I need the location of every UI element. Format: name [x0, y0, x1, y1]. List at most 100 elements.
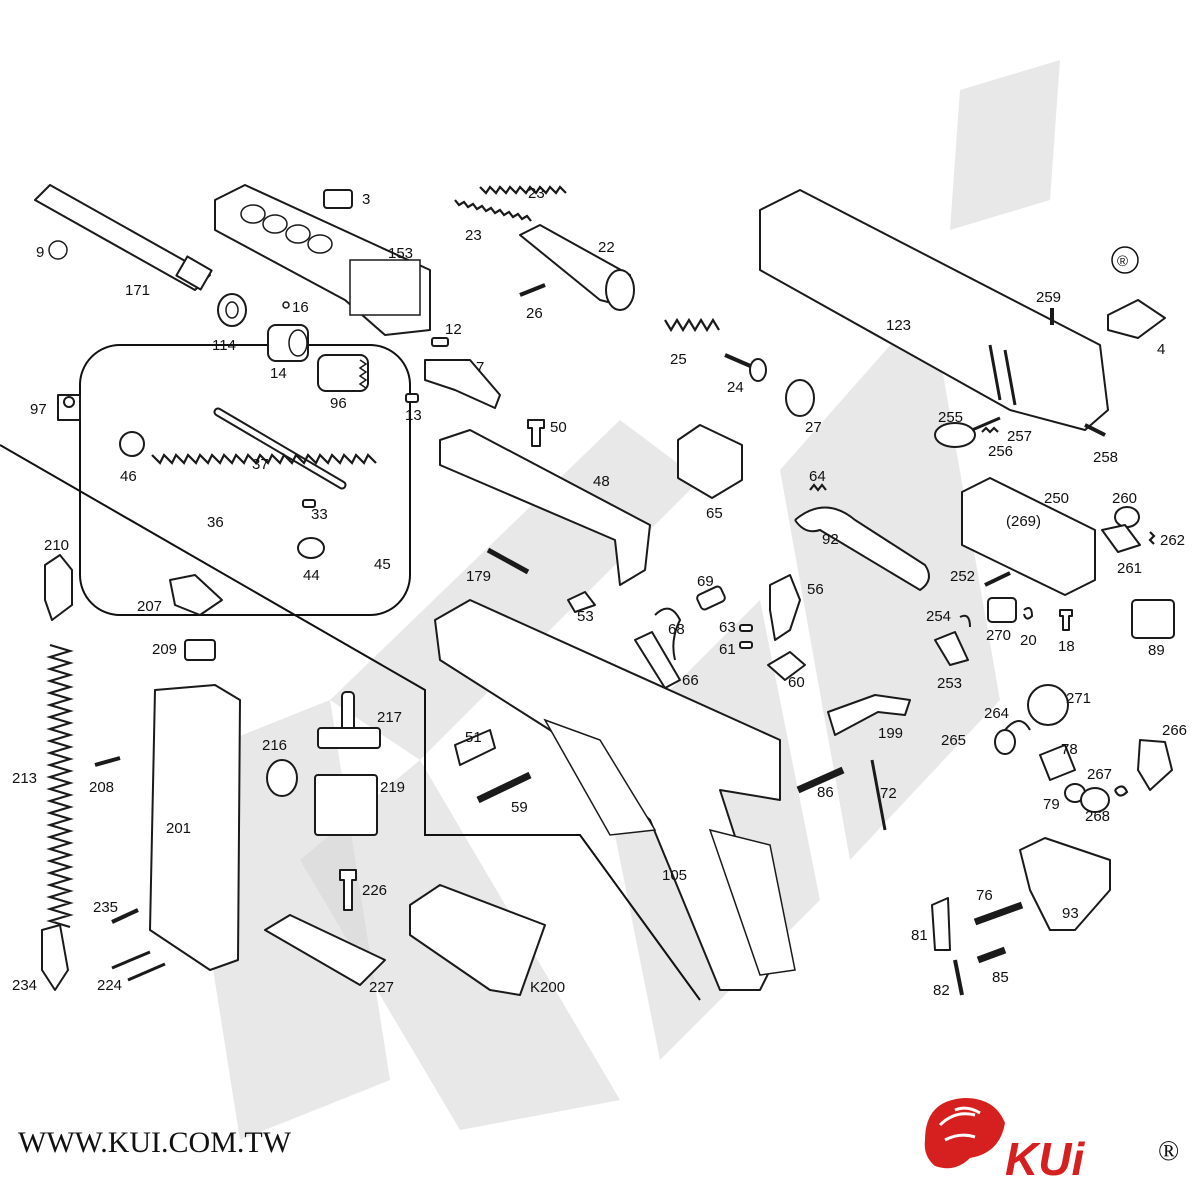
part-label: 153	[388, 245, 413, 262]
pin-86-part	[796, 766, 845, 794]
trigger-housing-93-part	[1019, 837, 1111, 931]
part-226	[339, 869, 357, 911]
part-78	[1039, 744, 1076, 781]
pin-235-part	[111, 908, 139, 924]
pin-63-part	[739, 624, 753, 632]
part-label: 264	[984, 705, 1009, 722]
part-label: 209	[152, 641, 177, 658]
part-label: 268	[1085, 808, 1110, 825]
part-217	[317, 691, 381, 749]
outer-barrel-block-part	[214, 184, 431, 336]
bushing-sleeve-part	[267, 324, 309, 362]
part-label: 23	[465, 227, 482, 244]
part-label: 9	[36, 244, 44, 261]
part-label: 69	[697, 573, 714, 590]
pin-224-part	[111, 950, 151, 970]
part-label: 60	[788, 674, 805, 691]
pin-224b-part	[127, 962, 166, 982]
part-label: 25	[670, 351, 687, 368]
small-pin-part	[282, 301, 290, 309]
outer-barrel-part	[34, 184, 213, 291]
part-label: 46	[120, 468, 137, 485]
part-60	[767, 651, 806, 681]
part-266	[1137, 739, 1173, 791]
part-label: 201	[166, 820, 191, 837]
part-label: 59	[511, 799, 528, 816]
part-label: 258	[1093, 449, 1118, 466]
part-219	[314, 774, 378, 836]
spring-268-part	[1113, 785, 1129, 797]
magwell-k200-part	[409, 884, 546, 996]
part-label: 16	[292, 299, 309, 316]
part-label: 65	[706, 505, 723, 522]
part-270	[987, 597, 1017, 623]
part-label: 234	[12, 977, 37, 994]
part-label: 86	[817, 784, 834, 801]
hammer-271-part	[1027, 684, 1069, 726]
set-screw-part	[431, 337, 449, 347]
spring-256-part	[981, 426, 999, 434]
pin-33-part	[302, 499, 316, 508]
part-207	[169, 574, 223, 616]
part-label: 37	[252, 456, 269, 473]
part-label: 92	[822, 531, 839, 548]
part-label: 53	[577, 608, 594, 625]
part-label: 63	[719, 619, 736, 636]
registered-circle-icon	[1111, 246, 1139, 274]
part-label: 216	[262, 737, 287, 754]
part-label: 93	[1062, 905, 1079, 922]
guide-cap-part	[119, 431, 145, 457]
recoil-spring-small-part	[454, 199, 532, 222]
rear-sight-part	[1107, 299, 1166, 339]
part-label: 61	[719, 641, 736, 658]
pin-72-part	[870, 759, 887, 831]
part-label: 50	[550, 419, 567, 436]
pin-179-part	[486, 547, 530, 575]
pin-26-part	[519, 283, 546, 297]
part-label: 208	[89, 779, 114, 796]
frame-part	[434, 599, 796, 991]
part-label: 252	[950, 568, 975, 585]
part-label: 97	[30, 401, 47, 418]
part-label: 253	[937, 675, 962, 692]
kui-logo: KUi ®	[924, 1098, 1179, 1185]
magazine-201-part	[149, 684, 241, 971]
part-265	[994, 729, 1016, 755]
part-label: 78	[1061, 741, 1078, 758]
part-267	[1080, 787, 1110, 813]
part-label: K200	[530, 979, 565, 996]
part-label: 56	[807, 581, 824, 598]
spring-20-part	[1023, 607, 1034, 620]
part-81	[931, 897, 951, 951]
website-url: WWW.KUI.COM.TW	[18, 1126, 292, 1159]
part-label: 85	[992, 969, 1009, 986]
blowback-unit-part	[934, 422, 976, 448]
spring-264-part	[1004, 720, 1031, 731]
spring-64-part	[809, 483, 827, 492]
part-label: 259	[1036, 289, 1061, 306]
part-label: 45	[374, 556, 391, 573]
slide-stop-199-part	[827, 694, 911, 736]
pin-61-part	[739, 641, 753, 649]
spring-68-part	[654, 607, 682, 661]
part-label: 4	[1157, 341, 1165, 358]
part-label: 51	[465, 729, 482, 746]
front-sight-part	[323, 189, 353, 209]
part-label: 79	[1043, 796, 1060, 813]
registered-mark: ®	[1117, 253, 1128, 270]
spring-25-part	[664, 317, 720, 333]
screw-50-part	[527, 419, 545, 447]
slide-catch-part	[424, 359, 501, 409]
part-label: 14	[270, 365, 287, 382]
part-label: 18	[1058, 638, 1075, 655]
spring-262-part	[1148, 531, 1156, 545]
part-label: 44	[303, 567, 320, 584]
pin-76-part	[973, 901, 1024, 926]
part-label: 36	[207, 514, 224, 531]
valve-216-part	[266, 759, 298, 797]
part-label: 68	[668, 621, 685, 638]
pin-258-part	[1084, 423, 1106, 437]
part-label: 179	[466, 568, 491, 585]
part-label: 33	[311, 506, 328, 523]
part-label: 123	[886, 317, 911, 334]
